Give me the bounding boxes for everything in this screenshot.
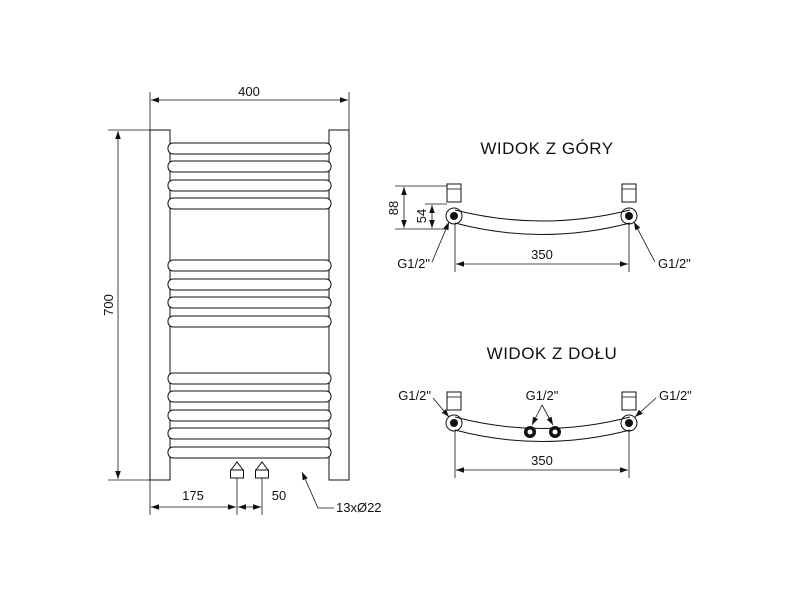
width-dimension-label: 400 — [238, 84, 260, 99]
bottom-middle-connection-label: G1/2" — [526, 388, 559, 403]
top-view-right-connection-core — [625, 212, 633, 220]
tube-bars — [167, 142, 332, 459]
tube-bar-13 — [167, 446, 332, 459]
tube-bar-9 — [167, 372, 332, 385]
tube-bar-6 — [167, 278, 332, 291]
tube-bar-12 — [167, 427, 332, 440]
top-view-left-cap — [446, 183, 462, 203]
left-rail — [149, 129, 171, 481]
top-left-connection-leader — [431, 221, 450, 263]
tube-bar-10 — [167, 390, 332, 403]
right-rail — [328, 129, 350, 481]
bottom-view-body-inner — [454, 429, 631, 442]
top-view: WIDOK Z GÓRY 88 54 350 G1/2" G1/2" — [386, 139, 691, 272]
top-center-dimension-label: 350 — [531, 247, 553, 262]
bottom-view-right-connection-core — [625, 419, 633, 427]
bottom-left-connection-leader — [432, 397, 450, 418]
top-view-right-cap — [621, 183, 637, 203]
bottom-right-connection-label: G1/2" — [659, 388, 692, 403]
bottom-middle-connection-leader-right — [541, 404, 554, 426]
pipe-depth-dimension-label: 54 — [414, 209, 429, 223]
top-right-connection-label: G1/2" — [658, 256, 691, 271]
tube-leader-line — [301, 471, 334, 509]
tube-bar-4 — [167, 197, 332, 210]
tube-bar-5 — [167, 259, 332, 272]
offset-dimension-label: 175 — [182, 488, 204, 503]
tube-bar-1 — [167, 142, 332, 155]
top-left-connection-label: G1/2" — [397, 256, 430, 271]
bottom-middle-connection-leader-left — [531, 404, 543, 426]
bottom-center-dimension-label: 350 — [531, 453, 553, 468]
top-view-left-connection-core — [450, 212, 458, 220]
tube-count-label: 13xØ22 — [336, 500, 382, 515]
tube-bar-7 — [167, 296, 332, 309]
top-right-connection-leader — [633, 221, 656, 263]
bottom-view-left-connection — [445, 414, 463, 432]
tube-bar-8 — [167, 315, 332, 328]
tube-bar-3 — [167, 179, 332, 192]
bottom-view-middle-connection-left-core — [527, 429, 533, 435]
bottom-view-middle-connection-right-core — [552, 429, 558, 435]
valve-left — [230, 461, 244, 479]
front-view: 400 700 175 50 13xØ22 — [101, 84, 382, 515]
bottom-view-body-outer — [454, 416, 631, 429]
depth-dimension-label: 88 — [386, 201, 401, 215]
bottom-view: WIDOK Z DOŁU 350 G1/2" G1/2" G1/2" — [398, 344, 692, 478]
bottom-view-left-cap — [446, 391, 462, 411]
valve-right — [255, 461, 269, 479]
tube-bar-2 — [167, 160, 332, 173]
bottom-view-title: WIDOK Z DOŁU — [487, 344, 618, 363]
bottom-left-connection-label: G1/2" — [398, 388, 431, 403]
tube-bar-11 — [167, 409, 332, 422]
bottom-view-left-connection-core — [450, 419, 458, 427]
bottom-right-connection-leader — [634, 397, 657, 418]
top-view-title: WIDOK Z GÓRY — [480, 139, 613, 158]
top-view-left-connection — [445, 207, 463, 225]
top-view-body-inner — [454, 222, 631, 235]
height-dimension-label: 700 — [101, 294, 116, 316]
bottom-view-right-cap — [621, 391, 637, 411]
top-view-body-outer — [454, 209, 631, 222]
spacing-dimension-label: 50 — [272, 488, 286, 503]
